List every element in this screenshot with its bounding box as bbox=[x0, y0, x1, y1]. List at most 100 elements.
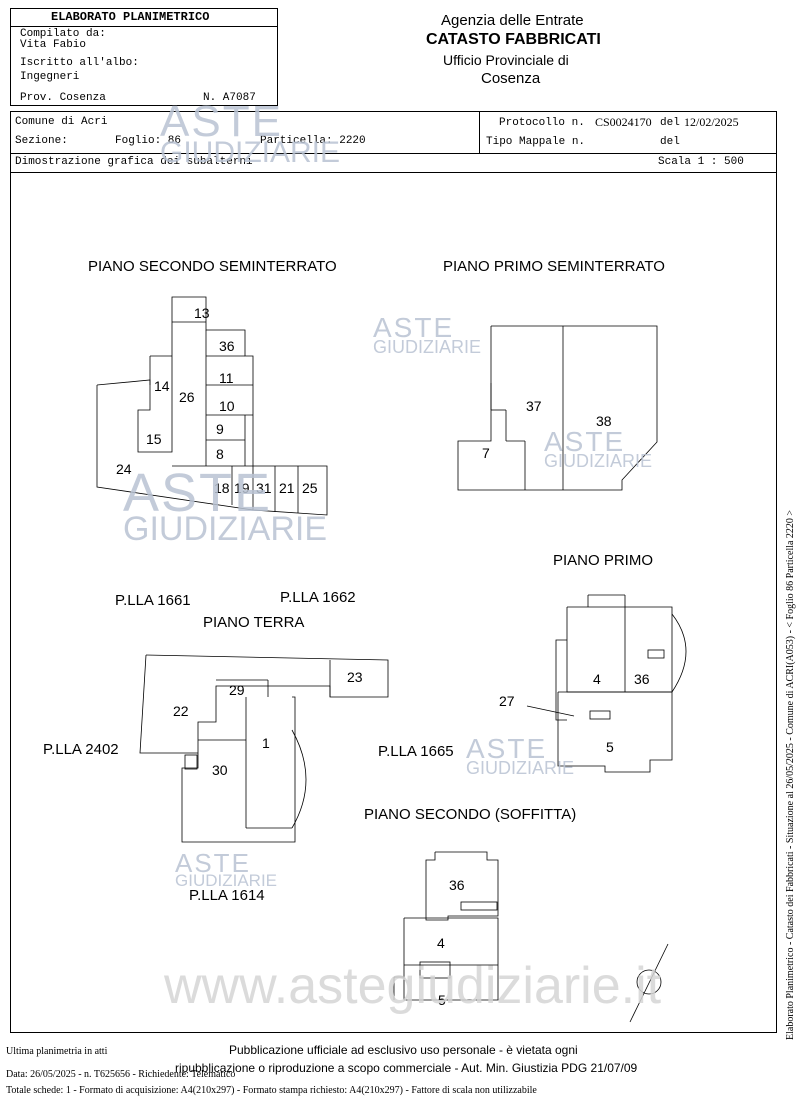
watermark-terra: ASTE GIUDIZIARIE bbox=[175, 850, 277, 889]
prov-value: Prov. Cosenza bbox=[20, 92, 106, 104]
footer-pubblicazione-2: ripubblicazione o riproduzione a scopo c… bbox=[175, 1061, 638, 1075]
title-piano-primo-seminterrato: PIANO PRIMO SEMINTERRATO bbox=[443, 258, 665, 275]
plan-secondo-seminterrato bbox=[96, 296, 328, 516]
watermark-giudiziarie-5: GIUDIZIARIE bbox=[466, 758, 575, 778]
watermark-aste-6: ASTE bbox=[175, 848, 251, 878]
room-13: 13 bbox=[194, 305, 210, 321]
title-piano-primo: PIANO PRIMO bbox=[553, 552, 654, 569]
particella-value: Particella: 2220 bbox=[260, 135, 366, 147]
dimostrazione-label: Dimostrazione grafica dei subalterni bbox=[15, 156, 253, 168]
title-piano-secondo-soffitta: PIANO SECONDO (SOFFITTA) bbox=[364, 806, 577, 823]
room-14: 14 bbox=[154, 378, 170, 394]
drawing-frame bbox=[10, 111, 777, 1033]
compilato-name: Vita Fabio bbox=[20, 39, 87, 51]
room-37: 37 bbox=[526, 398, 542, 414]
watermark-aste-1: ASTE bbox=[160, 97, 283, 146]
room-24: 24 bbox=[116, 461, 132, 477]
room-31: 31 bbox=[256, 480, 272, 496]
plan-soffitta bbox=[393, 851, 499, 1001]
room-23: 23 bbox=[347, 669, 363, 685]
plan-primo bbox=[526, 594, 687, 773]
plla-1665-label: P.LLA 1665 bbox=[378, 743, 454, 760]
watermark-giudiziarie-6: GIUDIZIARIE bbox=[175, 871, 278, 890]
watermark-website: www.astegiudiziarie.it bbox=[164, 957, 662, 1015]
plan-terra bbox=[139, 654, 389, 843]
footer-ultima: Ultima planimetria in atti bbox=[6, 1046, 108, 1057]
agency-line-2: CATASTO FABBRICATI bbox=[426, 31, 601, 48]
watermark-aste-2: ASTE bbox=[373, 312, 455, 343]
room-1: 1 bbox=[262, 735, 270, 751]
info-row-divider-2 bbox=[10, 172, 777, 173]
compilato-label: Compilato da: bbox=[20, 28, 106, 40]
elaborato-title: ELABORATO PLANIMETRICO bbox=[51, 10, 210, 24]
room-36-soffitta: 36 bbox=[449, 877, 465, 893]
watermark-aste-5: ASTE bbox=[466, 733, 548, 764]
room-36-primo: 36 bbox=[634, 671, 650, 687]
room-29: 29 bbox=[229, 682, 245, 698]
room-11: 11 bbox=[219, 370, 234, 386]
foglio-value: Foglio: 86 bbox=[115, 135, 182, 147]
agency-line-1: Agenzia delle Entrate bbox=[441, 12, 584, 29]
protocollo-date: 12/02/2025 bbox=[684, 115, 739, 129]
room-8: 8 bbox=[216, 446, 224, 462]
room-9: 9 bbox=[216, 421, 224, 437]
iscritto-value: Ingegneri bbox=[20, 71, 80, 83]
room-25: 25 bbox=[302, 480, 318, 496]
room-10: 10 bbox=[219, 398, 235, 414]
room-18: 18 bbox=[214, 480, 230, 496]
room-21: 21 bbox=[279, 480, 295, 496]
info-row-divider-1 bbox=[10, 153, 777, 154]
iscritto-label: Iscritto all'albo: bbox=[20, 57, 139, 69]
header-compiler-box: ELABORATO PLANIMETRICO Compilato da: Vit… bbox=[10, 8, 278, 106]
sezione-label: Sezione: bbox=[15, 135, 68, 147]
room-22: 22 bbox=[173, 703, 189, 719]
agency-line-3: Ufficio Provinciale di bbox=[443, 52, 569, 68]
room-26: 26 bbox=[179, 389, 195, 405]
scala-value: Scala 1 : 500 bbox=[658, 156, 744, 168]
comune-value: Comune di Acri bbox=[15, 116, 108, 128]
title-piano-terra: PIANO TERRA bbox=[203, 614, 305, 631]
footer-data: Data: 26/05/2025 - n. T625656 - Richiede… bbox=[6, 1069, 236, 1080]
watermark-top: ASTE GIUDIZIARIE bbox=[160, 100, 340, 168]
watermark-aste-4: ASTE bbox=[123, 463, 273, 523]
watermark-primo-seminterrato: ASTE GIUDIZIARIE bbox=[544, 426, 653, 471]
protocollo-label: Protocollo n. bbox=[499, 117, 585, 129]
footer-pubblicazione-1: Pubblicazione ufficiale ad esclusivo uso… bbox=[229, 1043, 578, 1057]
watermark-large-left: ASTE GIUDIZIARIE bbox=[123, 466, 327, 546]
watermark-giudiziarie-2: GIUDIZIARIE bbox=[373, 337, 482, 357]
watermark-giudiziarie-3: GIUDIZIARIE bbox=[544, 451, 653, 471]
tipo-mappale-del: del bbox=[660, 136, 680, 148]
tipo-mappale-label: Tipo Mappale n. bbox=[486, 136, 586, 148]
plan-primo-seminterrato bbox=[457, 325, 658, 491]
room-5-primo: 5 bbox=[606, 739, 614, 755]
room-38: 38 bbox=[596, 413, 612, 429]
room-4-soffitta: 4 bbox=[437, 935, 445, 951]
plla-1662-label: P.LLA 1662 bbox=[280, 589, 356, 606]
info-col-divider bbox=[479, 111, 480, 153]
north-arrow bbox=[629, 943, 669, 1023]
watermark-giudiziarie-1: GIUDIZIARIE bbox=[160, 136, 341, 169]
room-15: 15 bbox=[146, 431, 162, 447]
agency-line-4: Cosenza bbox=[481, 70, 541, 87]
protocollo-value: CS0024170 bbox=[595, 115, 652, 129]
numero-value: N. A7087 bbox=[203, 92, 256, 104]
plla-1661-label: P.LLA 1661 bbox=[115, 592, 191, 609]
room-19: 19 bbox=[234, 480, 250, 496]
room-4-primo: 4 bbox=[593, 671, 601, 687]
footer-totale: Totale schede: 1 - Formato di acquisizio… bbox=[6, 1085, 537, 1096]
room-27: 27 bbox=[499, 693, 515, 709]
watermark-mid-right: ASTE GIUDIZIARIE bbox=[373, 312, 482, 357]
protocollo-del: del bbox=[660, 117, 680, 129]
title-piano-secondo-seminterrato: PIANO SECONDO SEMINTERRATO bbox=[88, 258, 337, 275]
room-36-secondo-seminterrato: 36 bbox=[219, 338, 235, 354]
watermark-giudiziarie-4: GIUDIZIARIE bbox=[123, 510, 328, 548]
watermark-aste-3: ASTE bbox=[544, 426, 626, 457]
room-7: 7 bbox=[482, 445, 490, 461]
room-5-soffitta: 5 bbox=[438, 992, 446, 1008]
side-situation-text: Elaborato Planimetrico - Catasto dei Fab… bbox=[785, 509, 796, 1040]
plla-2402-label: P.LLA 2402 bbox=[43, 741, 119, 758]
header-divider bbox=[11, 26, 277, 27]
plla-1614-label: P.LLA 1614 bbox=[189, 887, 265, 904]
watermark-primo: ASTE GIUDIZIARIE bbox=[466, 733, 575, 778]
